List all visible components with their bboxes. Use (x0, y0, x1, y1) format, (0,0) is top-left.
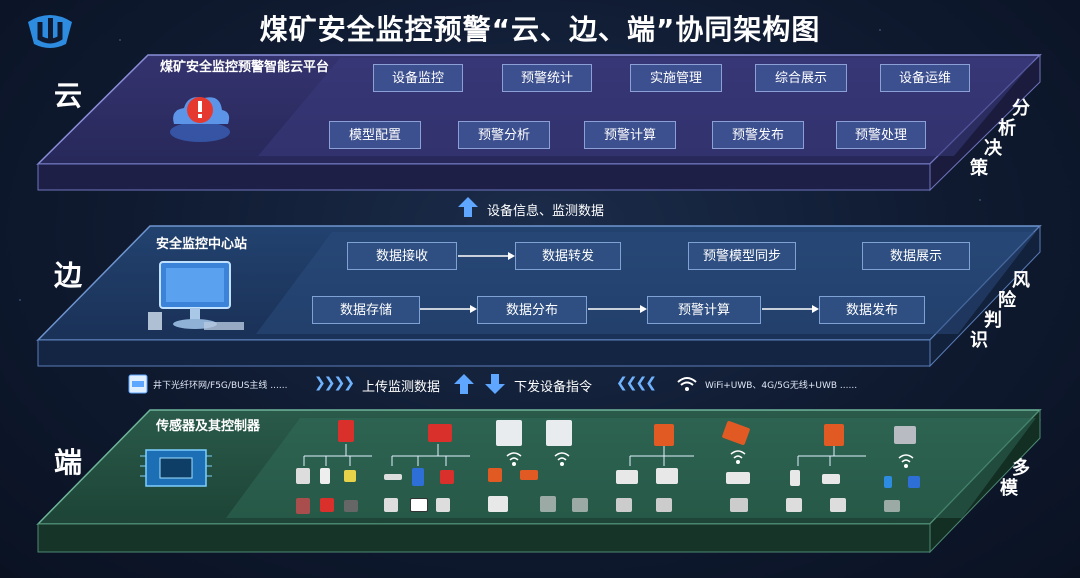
sensor-small (436, 498, 450, 512)
edge-vertical-label-2: 险 (998, 290, 1016, 311)
edge-side-label: 边 (54, 259, 83, 292)
terminal-side-label: 端 (54, 446, 83, 479)
terminal-platform-title: 传感器及其控制器 (156, 419, 261, 434)
edge-vertical-label-1: 风 (1012, 270, 1030, 291)
cloud-warning-icon (170, 97, 230, 142)
up-arrow-icon-2 (454, 374, 474, 394)
down-arrow-icon (485, 374, 505, 394)
edge-box-data-display: 数据展示 (862, 242, 970, 270)
sensor-small (884, 476, 892, 488)
cloud-box-device-monitor: 设备监控 (373, 64, 463, 92)
sensor-small (572, 498, 588, 512)
sensor-small (790, 470, 800, 486)
edge-vertical-label-3: 判 (984, 310, 1002, 331)
cloud-vertical-label-1: 分 (1012, 98, 1030, 119)
sensor-small (540, 496, 556, 512)
signal-icon (506, 452, 522, 466)
sensor-small (656, 468, 678, 484)
white-sensor-device-2 (546, 420, 572, 446)
sensor-small (344, 500, 358, 512)
computer-terminal-icon (148, 261, 244, 330)
white-sensor-device (496, 420, 522, 446)
sensor-small (616, 498, 632, 512)
cloud-box-device-ops: 设备运维 (880, 64, 970, 92)
upload-link-label: 上传监测数据 (362, 380, 441, 395)
cloud-box-model-config: 模型配置 (329, 121, 421, 149)
sensor-small (830, 498, 846, 512)
cloud-box-warning-stats: 预警统计 (502, 64, 592, 92)
signal-icon (898, 454, 914, 468)
red-controller-device-2 (428, 424, 452, 442)
edge-box-warning-calc: 预警计算 (647, 296, 761, 324)
red-controller-device (338, 420, 354, 442)
sensor-small (412, 468, 424, 486)
sensor-small (730, 498, 748, 512)
cloud-platform-title: 煤矿安全监控预警智能云平台 (160, 60, 330, 75)
edge-box-data-receive: 数据接收 (347, 242, 457, 270)
sensor-small (488, 468, 502, 482)
cloud-edge-link-label: 设备信息、监测数据 (487, 204, 605, 219)
edge-box-data-publish: 数据发布 (819, 296, 925, 324)
page-title: 煤矿安全监控预警“云、边、端”协同架构图 (259, 13, 821, 46)
edge-box-data-forward: 数据转发 (515, 242, 621, 270)
chip-icon (140, 449, 212, 487)
edge-vertical-label-4: 识 (970, 330, 988, 351)
sensor-small (296, 498, 310, 514)
sensor-small (320, 498, 334, 512)
sensor-small (410, 498, 428, 512)
sensor-small (344, 470, 356, 482)
gray-controller-device (894, 426, 916, 444)
edge-box-model-sync: 预警模型同步 (688, 242, 796, 270)
up-arrow-icon (458, 197, 478, 217)
edge-layer: 安全监控中心站 数据接收 数据转发 预警模型同步 数据展示 数据存储 数据分布 … (36, 224, 1042, 368)
cloud-box-warning-publish: 预警发布 (712, 121, 804, 149)
signal-icon (554, 452, 570, 466)
terminal-vertical-label-1: 多 (1012, 458, 1030, 479)
cloud-box-warning-handle: 预警处理 (836, 121, 926, 149)
cloud-layer: 煤矿安全监控预警智能云平台 设备监控 预警统计 实施管理 综合展示 设备运维 模… (0, 0, 1080, 200)
chevron-left-icon: ❮❮❮❮ (616, 375, 657, 391)
cloud-vertical-label-3: 决 (984, 138, 1002, 159)
sensor-small (520, 470, 538, 480)
sensor-small (656, 498, 672, 512)
terminal-vertical-label-2: 模 (1000, 478, 1018, 499)
sensor-small (822, 474, 840, 484)
chevron-right-icon: ❯❯❯❯ (314, 375, 355, 391)
orange-controller-device-3 (824, 424, 844, 446)
cloud-vertical-label-4: 策 (970, 158, 988, 179)
cloud-box-integrated-display: 综合展示 (755, 64, 847, 92)
left-network-label: 井下光纤环网/F5G/BUS主线 ...... (153, 381, 288, 391)
camera-device-2 (726, 472, 750, 484)
sensor-small (786, 498, 802, 512)
sensor-small (384, 474, 402, 480)
right-network-label: WiFi+UWB、4G/5G无线+UWB ...... (705, 381, 858, 391)
wifi-icon (677, 377, 697, 391)
cloud-box-implementation-mgmt: 实施管理 (630, 64, 722, 92)
sensor-small (488, 496, 508, 512)
camera-device (616, 470, 638, 484)
sensor-small (296, 468, 310, 484)
cloud-box-warning-analysis: 预警分析 (458, 121, 550, 149)
edge-box-data-storage: 数据存储 (312, 296, 420, 324)
fiber-network-icon (128, 374, 148, 394)
cloud-side-label: 云 (54, 79, 83, 112)
download-link-label: 下发设备指令 (514, 380, 593, 395)
sensor-small (884, 500, 900, 512)
edge-box-data-distribution: 数据分布 (477, 296, 587, 324)
cloud-vertical-label-2: 析 (998, 118, 1016, 139)
sensor-small (384, 498, 398, 512)
signal-icon (730, 450, 746, 464)
company-logo (28, 15, 72, 48)
sensor-small (908, 476, 920, 488)
sensor-small (440, 470, 454, 484)
sensor-small (320, 468, 330, 484)
orange-controller-device (654, 424, 674, 446)
cloud-box-warning-calc: 预警计算 (584, 121, 676, 149)
edge-platform-title: 安全监控中心站 (156, 237, 248, 252)
